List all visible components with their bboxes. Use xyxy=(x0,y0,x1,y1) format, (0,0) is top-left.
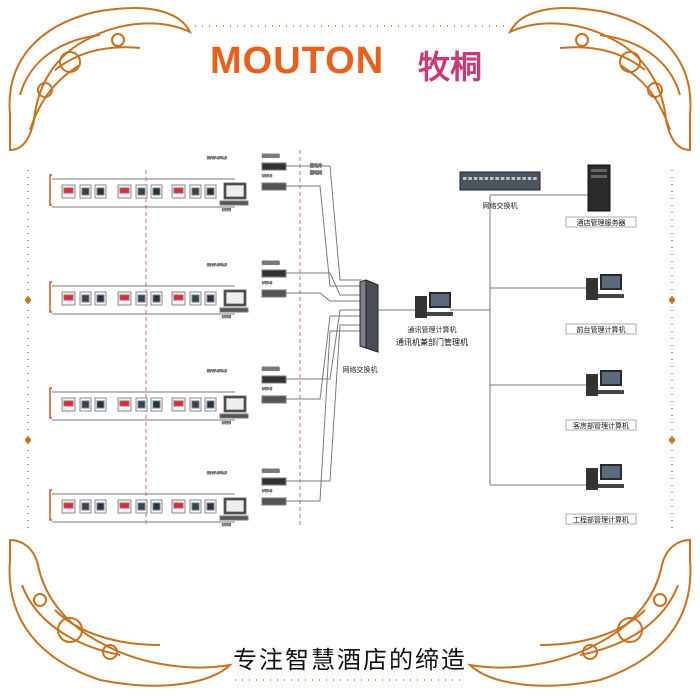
shaft-label: 弱电井 xyxy=(310,162,322,168)
brand-name-cn: 牧桐 xyxy=(418,48,483,86)
floor-caption: UTP5 xyxy=(222,315,231,319)
floor-switch-label: 网络交换机 xyxy=(343,365,378,374)
floor-caption: RVVP-2*0.5 xyxy=(207,263,227,267)
computer-icon xyxy=(586,468,598,490)
floor-caption: 楼层控制器 xyxy=(262,260,280,265)
floor-caption: UTP5 xyxy=(222,208,231,212)
computer-icon xyxy=(586,374,598,396)
floor-caption: 楼层控制器 xyxy=(262,468,280,473)
right-node-label: 工程部管理计算机 xyxy=(573,515,629,524)
brand-name-en: MOUTON xyxy=(210,40,385,82)
floor-caption: UTP5 xyxy=(222,421,231,425)
floor-caption: RVVP-2*0.5 xyxy=(207,471,227,475)
main-network-switch xyxy=(459,171,541,191)
right-node-4: 工程部管理计算机 xyxy=(565,464,637,525)
right-node-1: 酒店管理服务器 xyxy=(565,164,637,228)
floor-caption: UTP-5 xyxy=(262,281,272,285)
right-node-label: 客房部管理计算机 xyxy=(573,421,629,430)
right-node-label: 酒店管理服务器 xyxy=(577,218,626,227)
floor-caption: 楼层控制器 xyxy=(262,153,280,158)
right-node-2: 前台管理计算机 xyxy=(565,274,637,335)
floor-caption: UTP-5 xyxy=(262,387,272,391)
right-node-label: 前台管理计算机 xyxy=(577,325,626,334)
floor-caption: UTP5 xyxy=(222,523,231,527)
brand-logo: MOUTON 牧桐 xyxy=(210,40,500,86)
floor-caption: RVVP-2*0.5 xyxy=(207,156,227,160)
slogan: 专注智慧酒店的缔造 xyxy=(233,646,467,674)
comm-pc-subtitle: 通讯机兼部门管理机 xyxy=(396,337,468,347)
computer-icon xyxy=(586,278,598,300)
floor-caption: UTP-5 xyxy=(262,489,272,493)
shaft-room-label: 弱电间 xyxy=(310,169,322,175)
main-switch-label: 网络交换机 xyxy=(483,201,518,210)
floor-caption: RVVP-2*0.5 xyxy=(207,369,227,373)
comm-pc-icon xyxy=(415,292,453,318)
floor-caption: UTP-5 xyxy=(262,174,272,178)
floor-caption: 楼层控制器 xyxy=(262,366,280,371)
floor-network-switch xyxy=(359,279,379,353)
right-node-3: 客房部管理计算机 xyxy=(565,370,637,431)
ornament-bottom-left xyxy=(8,538,234,687)
ornament-bottom-right xyxy=(466,538,692,687)
comm-pc-label: 通讯管理计算机 xyxy=(408,325,457,334)
